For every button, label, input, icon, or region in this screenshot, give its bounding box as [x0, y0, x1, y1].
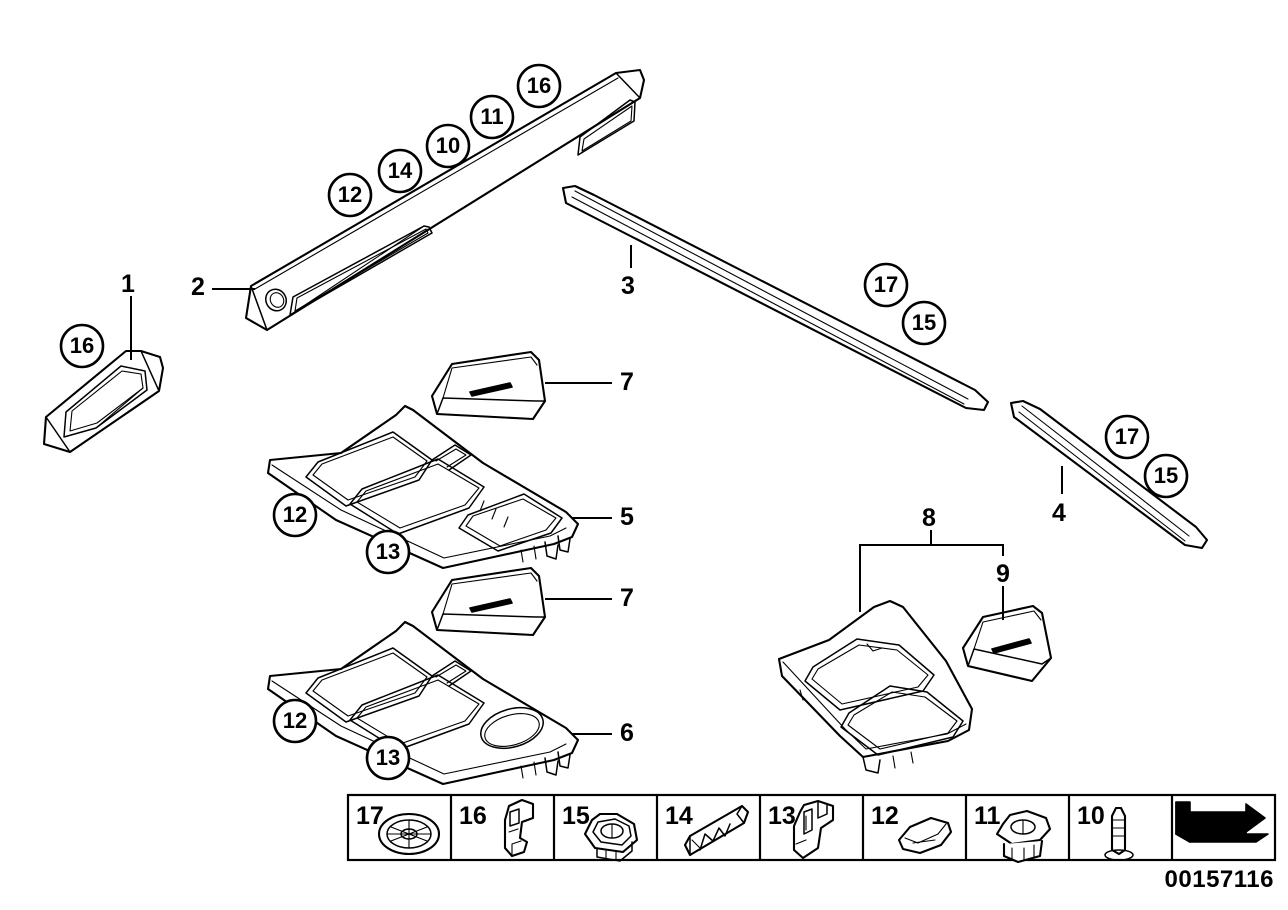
callout-bubble-label-12: 12 — [282, 502, 308, 527]
leader-lines — [130, 245, 1063, 735]
part-8-rear-console-trim-frame[interactable] — [777, 599, 974, 774]
callout-bubble-label-16: 16 — [526, 73, 552, 98]
square-clip-nut-icon — [995, 809, 1052, 864]
part-1-left-dashboard-trim-strip[interactable] — [42, 349, 165, 454]
legend-outer-border — [346, 793, 1277, 862]
callout-bubble-10 — [425, 123, 471, 169]
callout-bubble-16 — [516, 63, 562, 109]
part-6-center-console-trim-oval[interactable] — [266, 620, 580, 786]
callout-bubble-15 — [1143, 453, 1189, 499]
callout-label-3: 3 — [621, 272, 635, 300]
callout-label-2: 2 — [191, 273, 205, 301]
callout-bubble-label-11: 11 — [480, 104, 504, 129]
part-3-long-door-trim-strip[interactable] — [561, 184, 990, 412]
callout-bubble-label-12: 12 — [282, 708, 308, 733]
l-shaped-arrow-icon — [1175, 801, 1269, 843]
callout-bubble-12 — [327, 172, 373, 218]
callout-label-5: 5 — [620, 503, 634, 531]
callout-bubble-16 — [59, 323, 105, 369]
legend-number-11: 11 — [974, 802, 1001, 830]
callout-bubble-label-13: 13 — [375, 745, 401, 770]
callout-label-1: 1 — [121, 270, 135, 298]
callout-bubble-17 — [1104, 414, 1150, 460]
callout-label-6: 6 — [620, 719, 634, 747]
callout-bubble-label-15: 15 — [1153, 463, 1179, 488]
retainer-clip-icon — [792, 799, 835, 860]
part-7b-console-cover-panel-lower[interactable] — [430, 566, 547, 637]
callout-bubble-label-13: 13 — [375, 539, 401, 564]
legend-number-15: 15 — [562, 802, 590, 830]
callout-bubble-label-12: 12 — [337, 182, 363, 207]
legend-frame — [346, 793, 1277, 862]
callout-bubble-13 — [365, 529, 411, 575]
legend-number-17: 17 — [356, 802, 384, 830]
legend-number-14: 14 — [665, 802, 693, 830]
part-9-rear-console-cover-panel[interactable] — [961, 604, 1053, 683]
legend-number-16: 16 — [459, 802, 487, 830]
callout-bubble-11 — [469, 94, 515, 140]
angled-bracket-icon — [683, 804, 750, 857]
legend-icons — [377, 798, 1269, 864]
legend-number-13: 13 — [768, 802, 796, 830]
callout-bubble-15 — [901, 300, 947, 346]
oval-cap-icon — [897, 816, 953, 855]
bracket-clip-icon — [503, 798, 535, 858]
callout-bubble-label-15: 15 — [911, 310, 937, 335]
square-grommet-icon — [583, 812, 639, 862]
callout-bubble-label-17: 17 — [1114, 424, 1140, 449]
leader-bracket-8 — [859, 544, 1004, 556]
part-7a-console-cover-panel-upper[interactable] — [430, 350, 547, 421]
legend-number-12: 12 — [871, 802, 899, 830]
callout-label-9: 9 — [996, 560, 1010, 588]
callout-bubble-label-10: 10 — [435, 133, 461, 158]
callout-bubble-14 — [377, 148, 423, 194]
part-4-short-door-trim-strip[interactable] — [1009, 399, 1209, 550]
callout-bubble-13 — [365, 735, 411, 781]
part-5-center-console-trim-rectangular[interactable] — [266, 404, 580, 570]
diagram-id-number: 00157116 — [1164, 866, 1274, 893]
callout-label-4: 4 — [1052, 499, 1066, 527]
rosette-clip-icon — [377, 812, 441, 856]
push-pin-rivet-icon — [1104, 806, 1134, 861]
callout-bubble-12 — [272, 492, 318, 538]
callout-label-8: 8 — [922, 504, 936, 532]
callout-bubbles — [59, 63, 1189, 781]
callout-label-7: 7 — [620, 584, 634, 612]
callout-bubble-17 — [863, 262, 909, 308]
legend-number-10: 10 — [1077, 802, 1105, 830]
callout-bubble-12 — [272, 698, 318, 744]
callout-bubble-label-16: 16 — [69, 333, 95, 358]
callout-bubble-label-14: 14 — [387, 158, 413, 183]
callout-label-7: 7 — [620, 368, 634, 396]
part-2-dashboard-trim-panel[interactable] — [244, 68, 646, 332]
callout-bubble-label-17: 17 — [873, 272, 899, 297]
